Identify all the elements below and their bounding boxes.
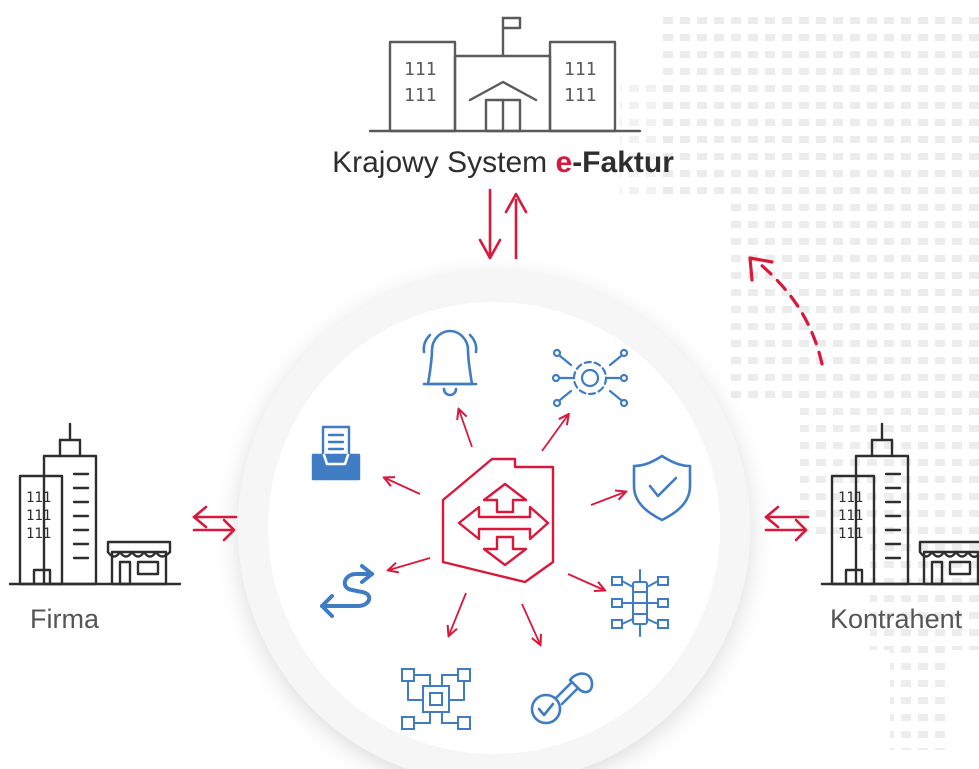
return-dashed-arrow bbox=[748, 256, 824, 366]
ksef-title-prefix: Krajowy System bbox=[332, 146, 556, 179]
svg-text:111: 111 bbox=[404, 59, 437, 80]
ksef-title-suffix: -Faktur bbox=[572, 146, 674, 179]
svg-text:111: 111 bbox=[838, 526, 863, 542]
ksef-title-accent: e bbox=[555, 146, 573, 179]
svg-text:111: 111 bbox=[404, 85, 437, 106]
kontrahent-building-icon: 111 111 111 bbox=[820, 422, 979, 586]
kontrahent-exchange-arrows bbox=[764, 505, 810, 542]
kontrahent-label: Kontrahent bbox=[830, 604, 963, 634]
government-building-icon: 111 111 111 111 bbox=[368, 16, 642, 133]
ksef-title: Krajowy System e-Faktur bbox=[0, 146, 979, 180]
svg-text:111: 111 bbox=[26, 508, 51, 524]
bell-icon bbox=[422, 329, 478, 397]
svg-text:111: 111 bbox=[26, 490, 51, 506]
circuit-chip-icon bbox=[401, 668, 471, 730]
sync-arrows-icon bbox=[320, 564, 374, 618]
routing-hub-icon bbox=[441, 457, 555, 584]
seal-stamp-icon bbox=[530, 672, 594, 725]
svg-text:111: 111 bbox=[564, 59, 597, 80]
shield-check-icon bbox=[632, 454, 692, 522]
firma-building-icon: 111 111 111 bbox=[8, 422, 182, 586]
hub-spokes bbox=[385, 410, 625, 644]
server-network-icon bbox=[611, 569, 669, 637]
gear-network-icon bbox=[551, 348, 629, 408]
ksef-exchange-arrows bbox=[478, 188, 528, 260]
firma-label: Firma bbox=[30, 604, 99, 634]
svg-text:111: 111 bbox=[838, 490, 863, 506]
svg-text:111: 111 bbox=[838, 508, 863, 524]
svg-text:111: 111 bbox=[564, 85, 597, 106]
inbox-tray-icon bbox=[311, 425, 361, 481]
svg-text:111: 111 bbox=[26, 526, 51, 542]
firma-exchange-arrows bbox=[192, 505, 238, 542]
